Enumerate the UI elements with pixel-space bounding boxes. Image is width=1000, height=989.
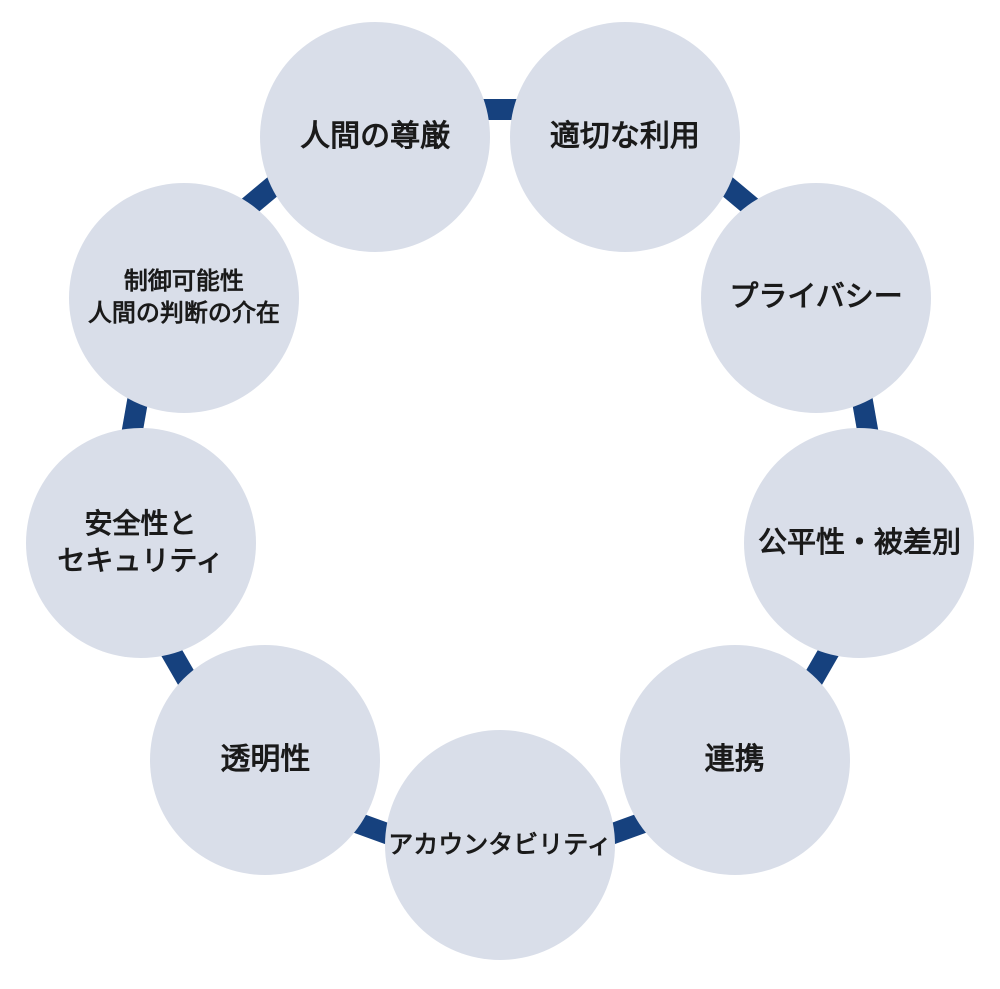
cycle-node-accountability: アカウンタビリティ <box>385 730 615 960</box>
cycle-node-privacy: プライバシー <box>701 182 932 413</box>
node-label-line: 人間の判断の介在 <box>87 299 280 327</box>
node-label: プライバシー <box>729 278 902 316</box>
cycle-node-fairness: 公平性・被差別 <box>744 428 975 659</box>
node-label-line: アカウンタビリティ <box>388 830 612 859</box>
node-label: 人間の尊厳 <box>300 117 450 157</box>
cycle-node-transparency: 透明性 <box>150 644 381 875</box>
node-label: 適切な利用 <box>550 117 700 157</box>
node-label-line: 制御可能性 <box>123 267 244 295</box>
node-label-line: 適切な利用 <box>549 120 700 154</box>
cycle-node-human-dignity: 人間の尊厳 <box>260 22 491 252</box>
cycle-node-appropriate-use: 適切な利用 <box>509 22 740 252</box>
node-label-line: 公平性・被差別 <box>757 527 961 560</box>
node-label-line: セキュリティ <box>57 545 224 577</box>
node-label: アカウンタビリティ <box>388 829 612 862</box>
node-label: 連携 <box>705 740 765 780</box>
cycle-node-safety-security: 安全性とセキュリティ <box>25 428 256 659</box>
node-label-line: プライバシー <box>729 281 903 314</box>
node-label-line: 連携 <box>704 742 765 776</box>
node-label: 公平性・被差別 <box>758 524 961 562</box>
node-label: 透明性 <box>220 740 310 780</box>
node-label: 安全性とセキュリティ <box>57 506 223 580</box>
node-label: 制御可能性人間の判断の介在 <box>88 266 280 329</box>
node-label-line: 安全性と <box>84 508 197 540</box>
node-label-line: 人間の尊厳 <box>300 120 451 154</box>
cycle-node-controllability: 制御可能性人間の判断の介在 <box>68 182 299 413</box>
cycle-node-collaboration: 連携 <box>619 644 850 875</box>
node-label-line: 透明性 <box>220 742 311 776</box>
